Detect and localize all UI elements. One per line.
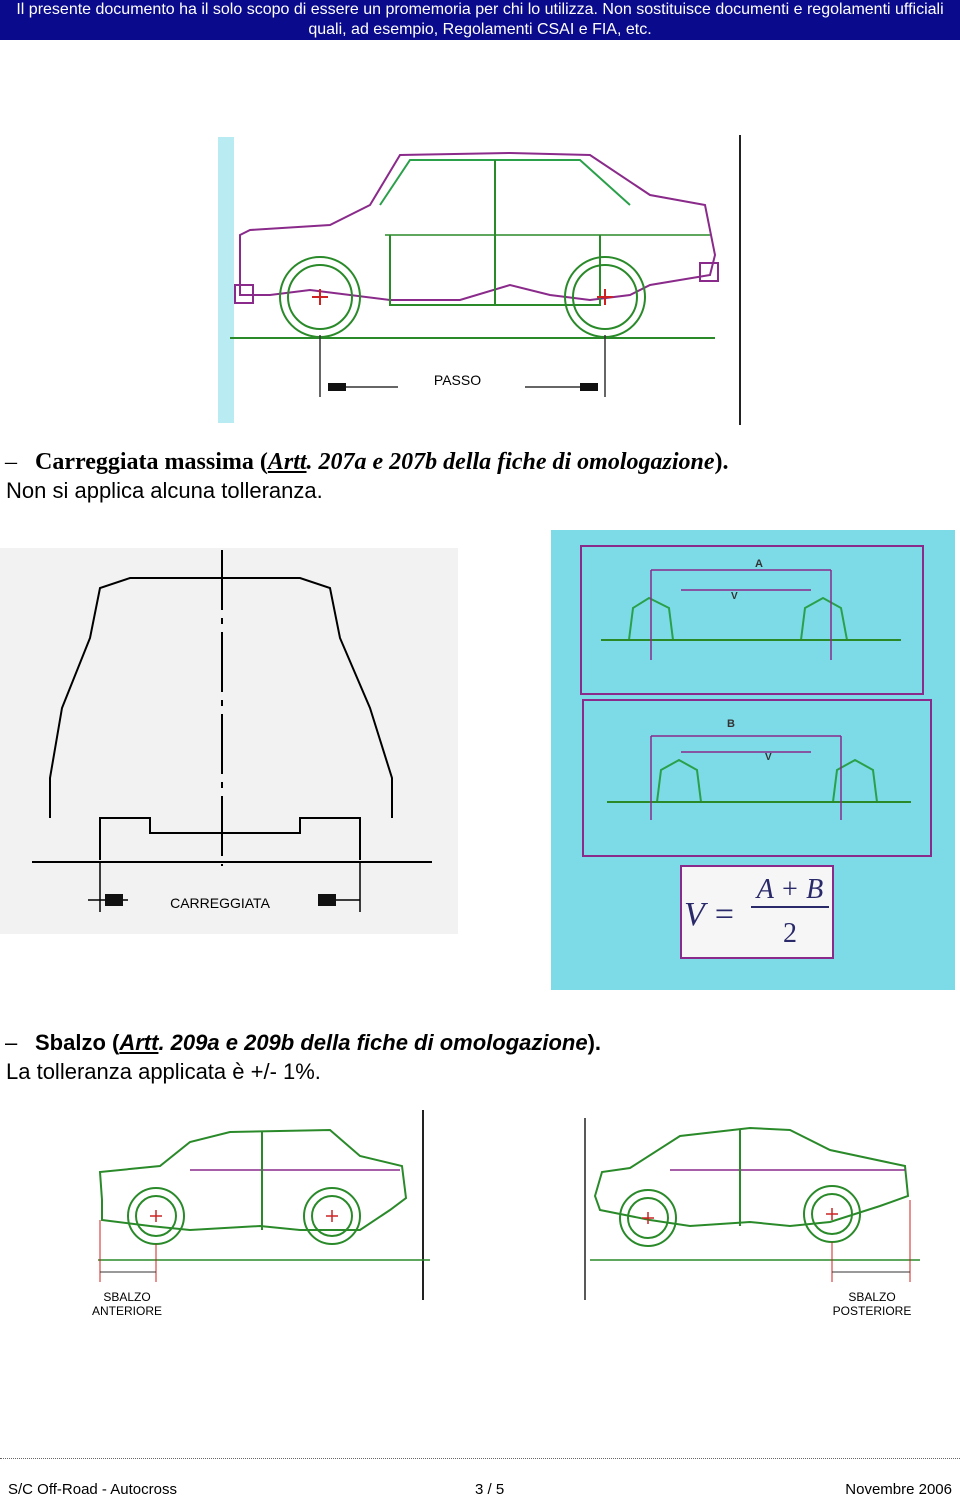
- overhang-ref-text: . 209a e 209b della fiche di omologazion…: [158, 1030, 588, 1055]
- dimension-v-label-top: V: [731, 591, 738, 602]
- track-note: Non si applica alcuna tolleranza.: [6, 478, 323, 503]
- dimension-b-label: B: [727, 718, 735, 730]
- page-footer: S/C Off-Road - Autocross 3 / 5 Novembre …: [0, 1458, 960, 1498]
- wheelbase-car-drawing: [218, 135, 741, 425]
- track-axle-diagrams: [580, 545, 932, 959]
- front-overhang-label-line2: ANTERIORE: [91, 1304, 162, 1318]
- overhang-bullet-dash: –: [5, 1030, 18, 1055]
- footer-date: Novembre 2006: [845, 1481, 952, 1498]
- rear-overhang-label-line2: POSTERIORE: [832, 1304, 912, 1318]
- dimension-v-label-bottom: V: [765, 752, 772, 763]
- overhang-note: La tolleranza applicata è +/- 1%.: [6, 1059, 321, 1084]
- rear-overhang-label-line1: SBALZO: [848, 1290, 896, 1304]
- overhang-car-drawings: [98, 1110, 920, 1300]
- wheelbase-label: PASSO: [433, 372, 482, 388]
- wheelbase-figure: PASSO: [210, 135, 750, 427]
- footer-page-number: 3 / 5: [475, 1481, 505, 1498]
- track-label: CARREGGIATA: [170, 895, 270, 911]
- rear-overhang-label: SBALZO POSTERIORE: [825, 1290, 919, 1318]
- track-formula-figure: A V B V V = A + B 2: [551, 530, 955, 990]
- dimension-a-label: A: [755, 558, 763, 570]
- track-title: Carreggiata massima (: [35, 449, 268, 475]
- track-figure: CARREGGIATA: [0, 548, 458, 934]
- track-heading: –Carreggiata massima (Artt. 207a e 207b …: [5, 449, 729, 476]
- front-overhang-label: SBALZO ANTERIORE: [80, 1290, 174, 1318]
- track-car-drawing: [32, 550, 432, 912]
- track-ref-text: . 207a e 207b della fiche di omologazion…: [306, 449, 715, 475]
- overhang-close: ).: [587, 1030, 602, 1055]
- footer-document-name: S/C Off-Road - Autocross: [8, 1481, 177, 1498]
- disclaimer-banner: Il presente documento ha il solo scopo d…: [0, 0, 960, 40]
- front-overhang-label-line1: SBALZO: [103, 1290, 151, 1304]
- disclaimer-line-2: quali, ad esempio, Regolamenti CSAI e FI…: [308, 21, 652, 38]
- overhang-title: Sbalzo (: [35, 1030, 120, 1055]
- overhang-figure: SBALZO ANTERIORE SBALZO POSTERIORE: [90, 1110, 930, 1324]
- formula-numerator: A + B: [751, 874, 829, 908]
- track-ref-link[interactable]: Artt: [267, 449, 307, 475]
- overhang-heading: –Sbalzo (Artt. 209a e 209b della fiche d…: [5, 1030, 601, 1056]
- overhang-ref-link[interactable]: Artt: [119, 1030, 159, 1055]
- track-close: ).: [714, 449, 729, 475]
- disclaimer-line-1: Il presente documento ha il solo scopo d…: [16, 1, 944, 18]
- formula-denominator: 2: [783, 918, 797, 949]
- formula-lhs: V =: [684, 896, 736, 933]
- track-bullet-dash: –: [5, 449, 17, 475]
